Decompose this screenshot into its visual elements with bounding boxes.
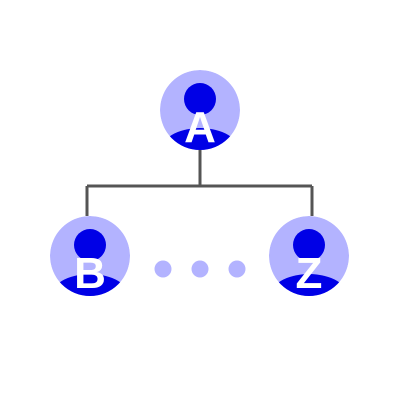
person-icon [160, 70, 240, 150]
avatar-body [160, 128, 240, 150]
avatar-body [50, 274, 130, 296]
avatar-head [74, 229, 106, 261]
avatar-head [184, 83, 216, 115]
person-icon [50, 216, 130, 296]
node-right-child[interactable]: Z [269, 216, 349, 322]
ellipsis-dot [154, 260, 172, 278]
person-icon [269, 216, 349, 296]
ellipsis-dot [191, 260, 209, 278]
node-root[interactable]: A [160, 70, 240, 176]
ellipsis-icon [154, 260, 246, 278]
node-letter-z: Z [296, 249, 323, 298]
node-left-child[interactable]: B [50, 216, 130, 322]
ellipsis-dot [228, 260, 246, 278]
avatar-body [269, 274, 349, 296]
node-letter-b: B [74, 249, 106, 298]
avatar-head [293, 229, 325, 261]
connector-lines [85, 150, 314, 216]
node-letter-a: A [184, 103, 216, 152]
